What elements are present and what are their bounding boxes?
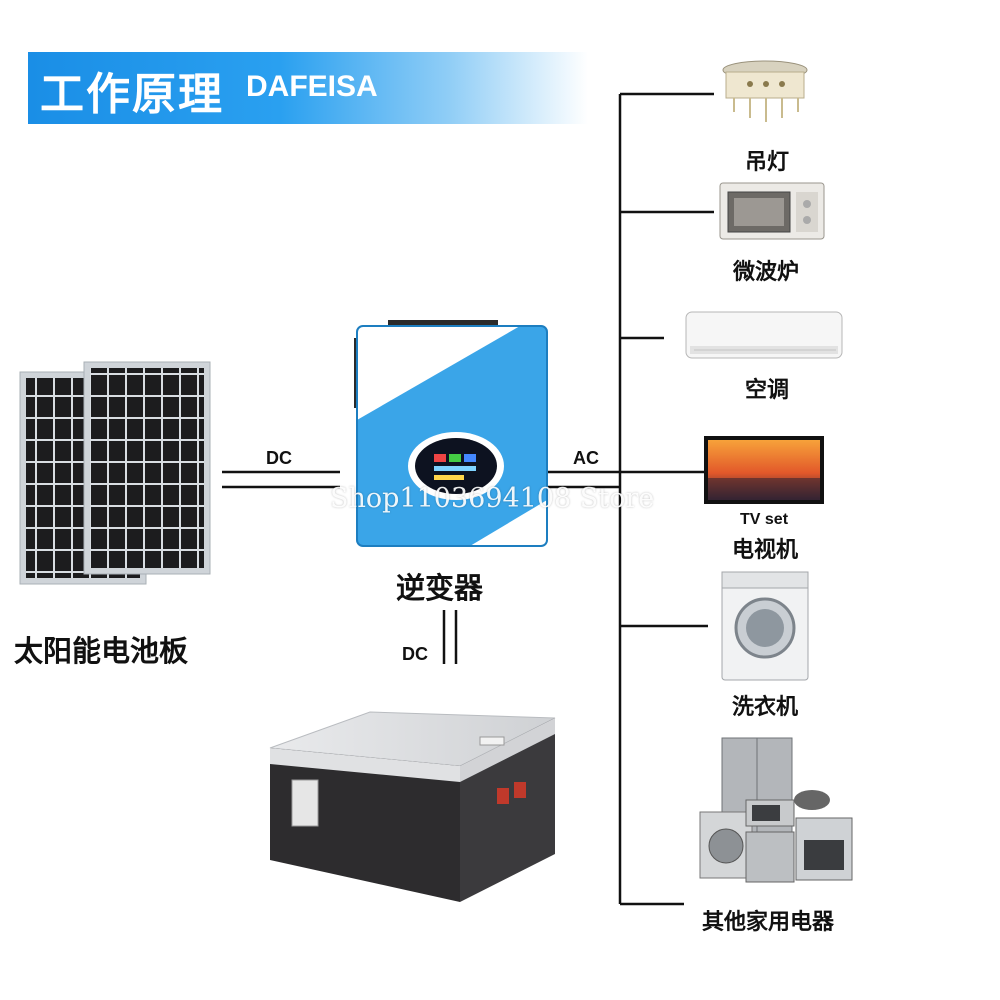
microwave-icon bbox=[719, 182, 825, 240]
solar-panel-icon bbox=[19, 361, 211, 585]
solar-panel-label: 太阳能电池板 bbox=[14, 634, 189, 668]
load-label-tv: 电视机 bbox=[732, 538, 799, 563]
inverter-label: 逆变器 bbox=[396, 571, 484, 605]
store-watermark: Shop1103694108 Store bbox=[330, 483, 655, 514]
brand-name: DAFEISA bbox=[246, 70, 378, 103]
load-label-microwave: 微波炉 bbox=[733, 260, 800, 285]
dc-wire-battery bbox=[442, 610, 458, 664]
header-banner bbox=[28, 52, 588, 124]
battery-icon bbox=[269, 711, 556, 902]
air-conditioner-icon bbox=[685, 311, 843, 359]
load-label-chandelier: 吊灯 bbox=[745, 150, 790, 175]
dc-battery-label: DC bbox=[402, 644, 428, 664]
load-label-washing-machine: 洗衣机 bbox=[732, 695, 799, 720]
load-label-tv-en: TV set bbox=[740, 511, 789, 528]
page-title: 工作原理 bbox=[40, 69, 224, 120]
ac-wire bbox=[548, 470, 704, 489]
dc-solar-label: DC bbox=[266, 448, 292, 468]
load-label-other-appliances: 其他家用电器 bbox=[702, 910, 835, 935]
washing-machine-icon bbox=[721, 571, 809, 681]
ac-label: AC bbox=[573, 448, 599, 468]
load-label-air-conditioner: 空调 bbox=[745, 378, 790, 403]
load-bus bbox=[618, 92, 714, 906]
inverter-icon bbox=[354, 320, 548, 547]
tv-icon bbox=[704, 436, 824, 504]
appliances-icon bbox=[699, 737, 853, 883]
chandelier-icon bbox=[722, 60, 808, 122]
dc-wire-solar bbox=[222, 470, 340, 489]
